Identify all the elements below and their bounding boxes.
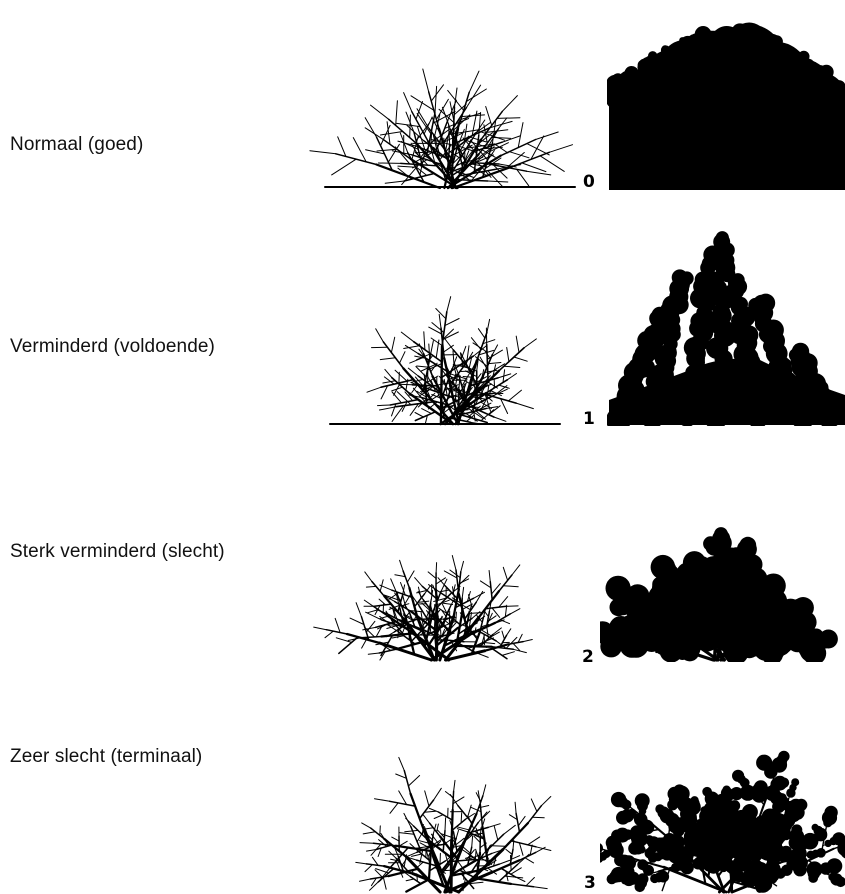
crown-1-branches xyxy=(330,297,560,424)
crown-3-foliage xyxy=(580,751,845,893)
crown-2-branches xyxy=(314,556,533,661)
crown-0-foliage xyxy=(603,22,845,190)
crown-2-foliage xyxy=(591,527,838,665)
crown-1-foliage xyxy=(606,231,845,432)
crown-0-branches xyxy=(310,69,575,188)
crown-3-branches xyxy=(356,757,551,892)
